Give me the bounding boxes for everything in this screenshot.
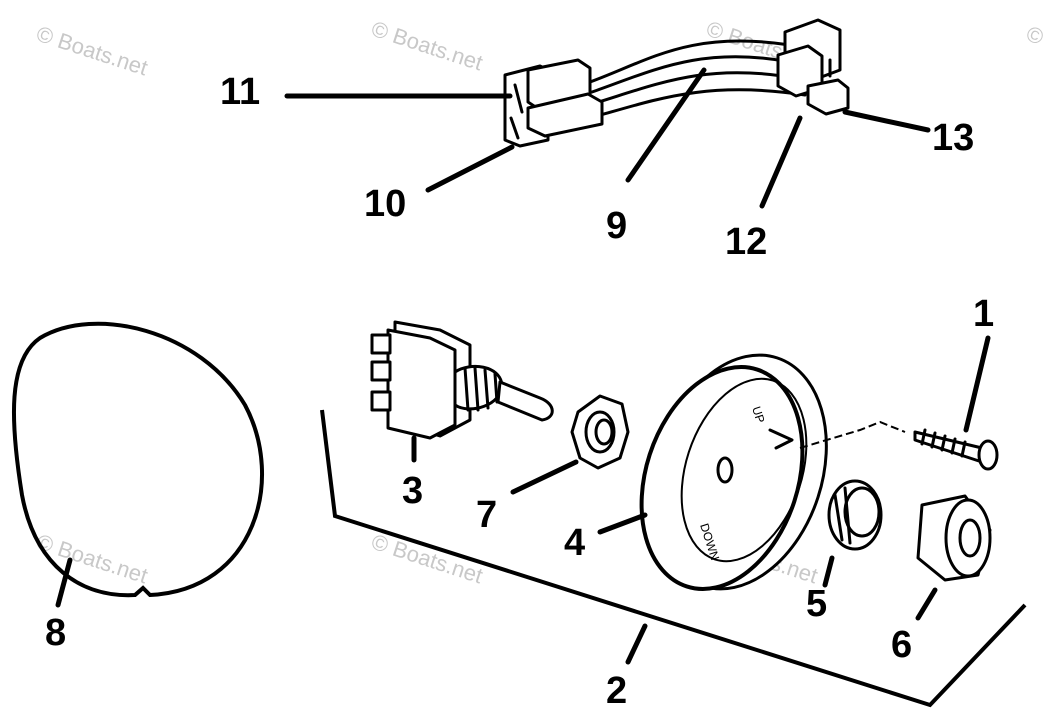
gasket-ring [11,321,265,598]
watermark-1: © Boats.net [33,21,150,80]
lamp-bushing [827,479,883,551]
callout-9: 9 [606,205,627,247]
connector-right [776,18,850,116]
hex-nut [570,394,630,470]
control-knob [916,494,992,582]
callout-4: 4 [564,522,585,564]
callout-13: 13 [932,117,974,159]
callout-3: 3 [402,470,423,512]
callouts: 1 2 3 4 5 6 7 8 9 10 11 12 13 [45,71,994,712]
leader-lines [55,67,991,665]
callout-1: 1 [973,293,994,335]
callout-6: 6 [891,624,912,666]
callout-11: 11 [220,71,260,113]
indicator-dial: DOWN UP [639,353,828,591]
toggle-switch [370,320,554,440]
assembly-bracket [320,409,1027,708]
watermark-7: © Boats.net [1023,21,1045,80]
callout-5: 5 [806,583,827,625]
callout-10: 10 [364,183,406,225]
callout-2: 2 [606,670,627,712]
watermark-2: © Boats.net [368,16,485,75]
screw [913,428,999,471]
callout-8: 8 [45,612,66,654]
dial-wire [799,420,906,449]
callout-12: 12 [725,221,767,263]
connector-left [503,58,604,148]
callout-7: 7 [476,494,497,536]
dial-label-up: UP [749,405,767,425]
